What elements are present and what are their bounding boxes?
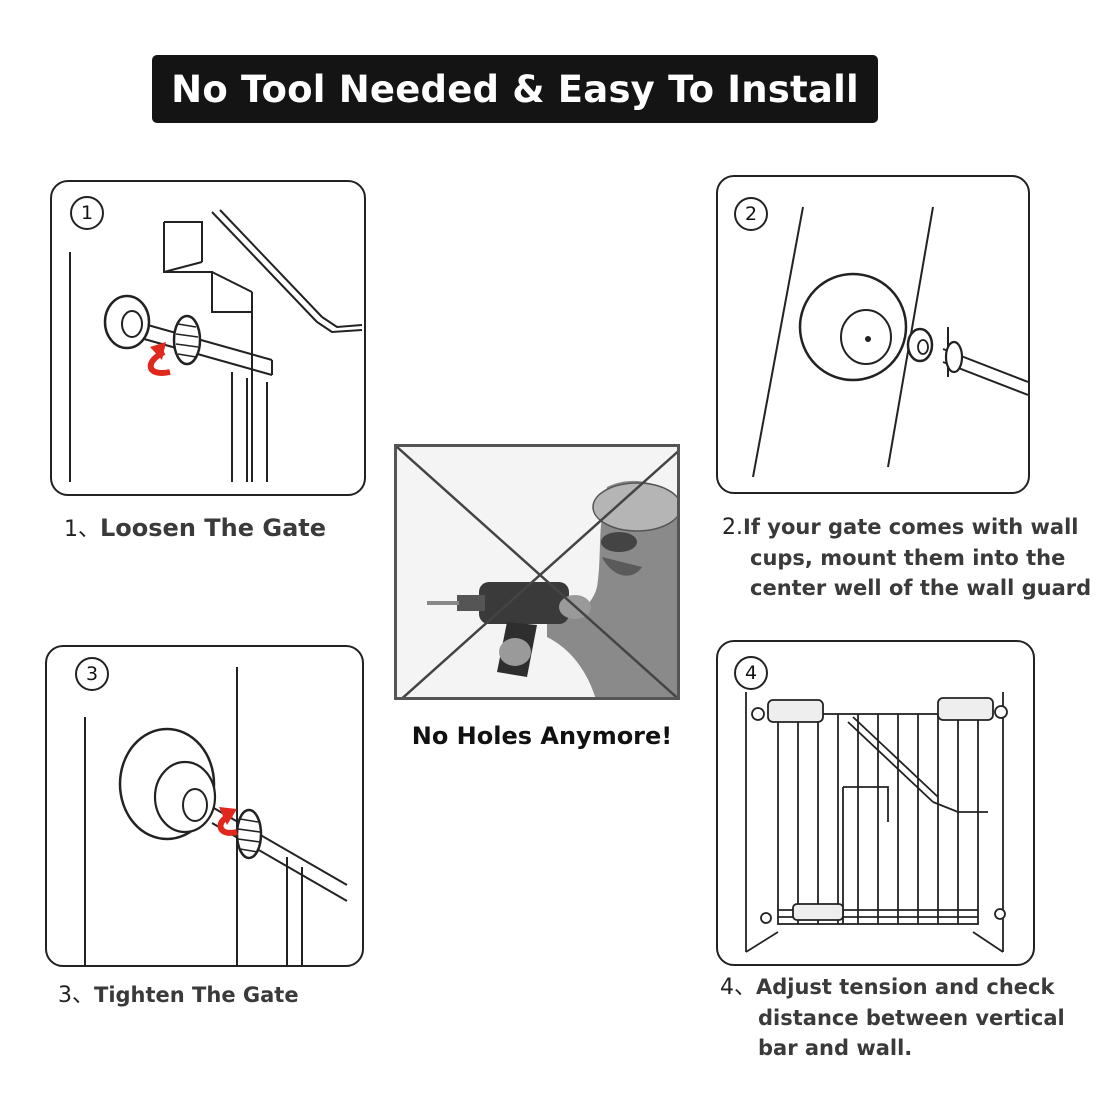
step-2-panel: 2 (716, 175, 1030, 494)
wall-cup-icon (103, 294, 151, 350)
step-2-number: 2. (722, 515, 743, 540)
step-4-caption: 4、Adjust tension and check distance betw… (720, 972, 1065, 1063)
step-2-line-2: cups, mount them into the (750, 546, 1066, 570)
no-holes-label: No Holes Anymore! (411, 722, 673, 750)
step-1-illustration (69, 209, 363, 482)
page-title: No Tool Needed & Easy To Install (152, 55, 878, 123)
step-2-illustration (752, 206, 1028, 478)
step-3-caption: 3、Tighten The Gate (58, 980, 299, 1011)
step-2-badge: 2 (734, 197, 768, 231)
step-3-illustration (84, 667, 348, 965)
step-2-line-1: If your gate comes with wall (743, 515, 1079, 539)
step-1-text: Loosen The Gate (100, 514, 327, 542)
tension-knob (172, 314, 202, 366)
no-drill-image (394, 444, 680, 700)
wall-cup-icon (798, 272, 908, 382)
wall-cup-icon (118, 727, 217, 841)
step-2-line-3: center well of the wall guard (750, 576, 1092, 600)
step-4-illustration (745, 692, 1008, 953)
step-1-number: 1、 (64, 517, 100, 542)
step-3-panel: 3 (45, 645, 364, 967)
step-4-badge: 4 (734, 656, 768, 690)
rotate-arrow-icon (147, 342, 171, 376)
step-4-number: 4、 (720, 975, 756, 1000)
step-4-line-1: Adjust tension and check (756, 975, 1055, 999)
step-4-panel: 4 (716, 640, 1035, 966)
tension-knob (235, 808, 263, 860)
rotate-arrow-icon (217, 807, 238, 836)
step-4-line-3: bar and wall. (758, 1036, 913, 1060)
step-1-panel: 1 (50, 180, 366, 496)
step-3-badge: 3 (75, 657, 109, 691)
step-1-badge: 1 (70, 196, 104, 230)
step-2-caption: 2.If your gate comes with wall cups, mou… (722, 512, 1091, 603)
step-3-text: Tighten The Gate (94, 983, 299, 1007)
step-3-number: 3、 (58, 983, 94, 1008)
step-4-line-2: distance between vertical (758, 1006, 1065, 1030)
cross-mark-icon (397, 447, 677, 697)
step-1-caption: 1、Loosen The Gate (64, 513, 326, 545)
drill-icon (397, 447, 677, 697)
